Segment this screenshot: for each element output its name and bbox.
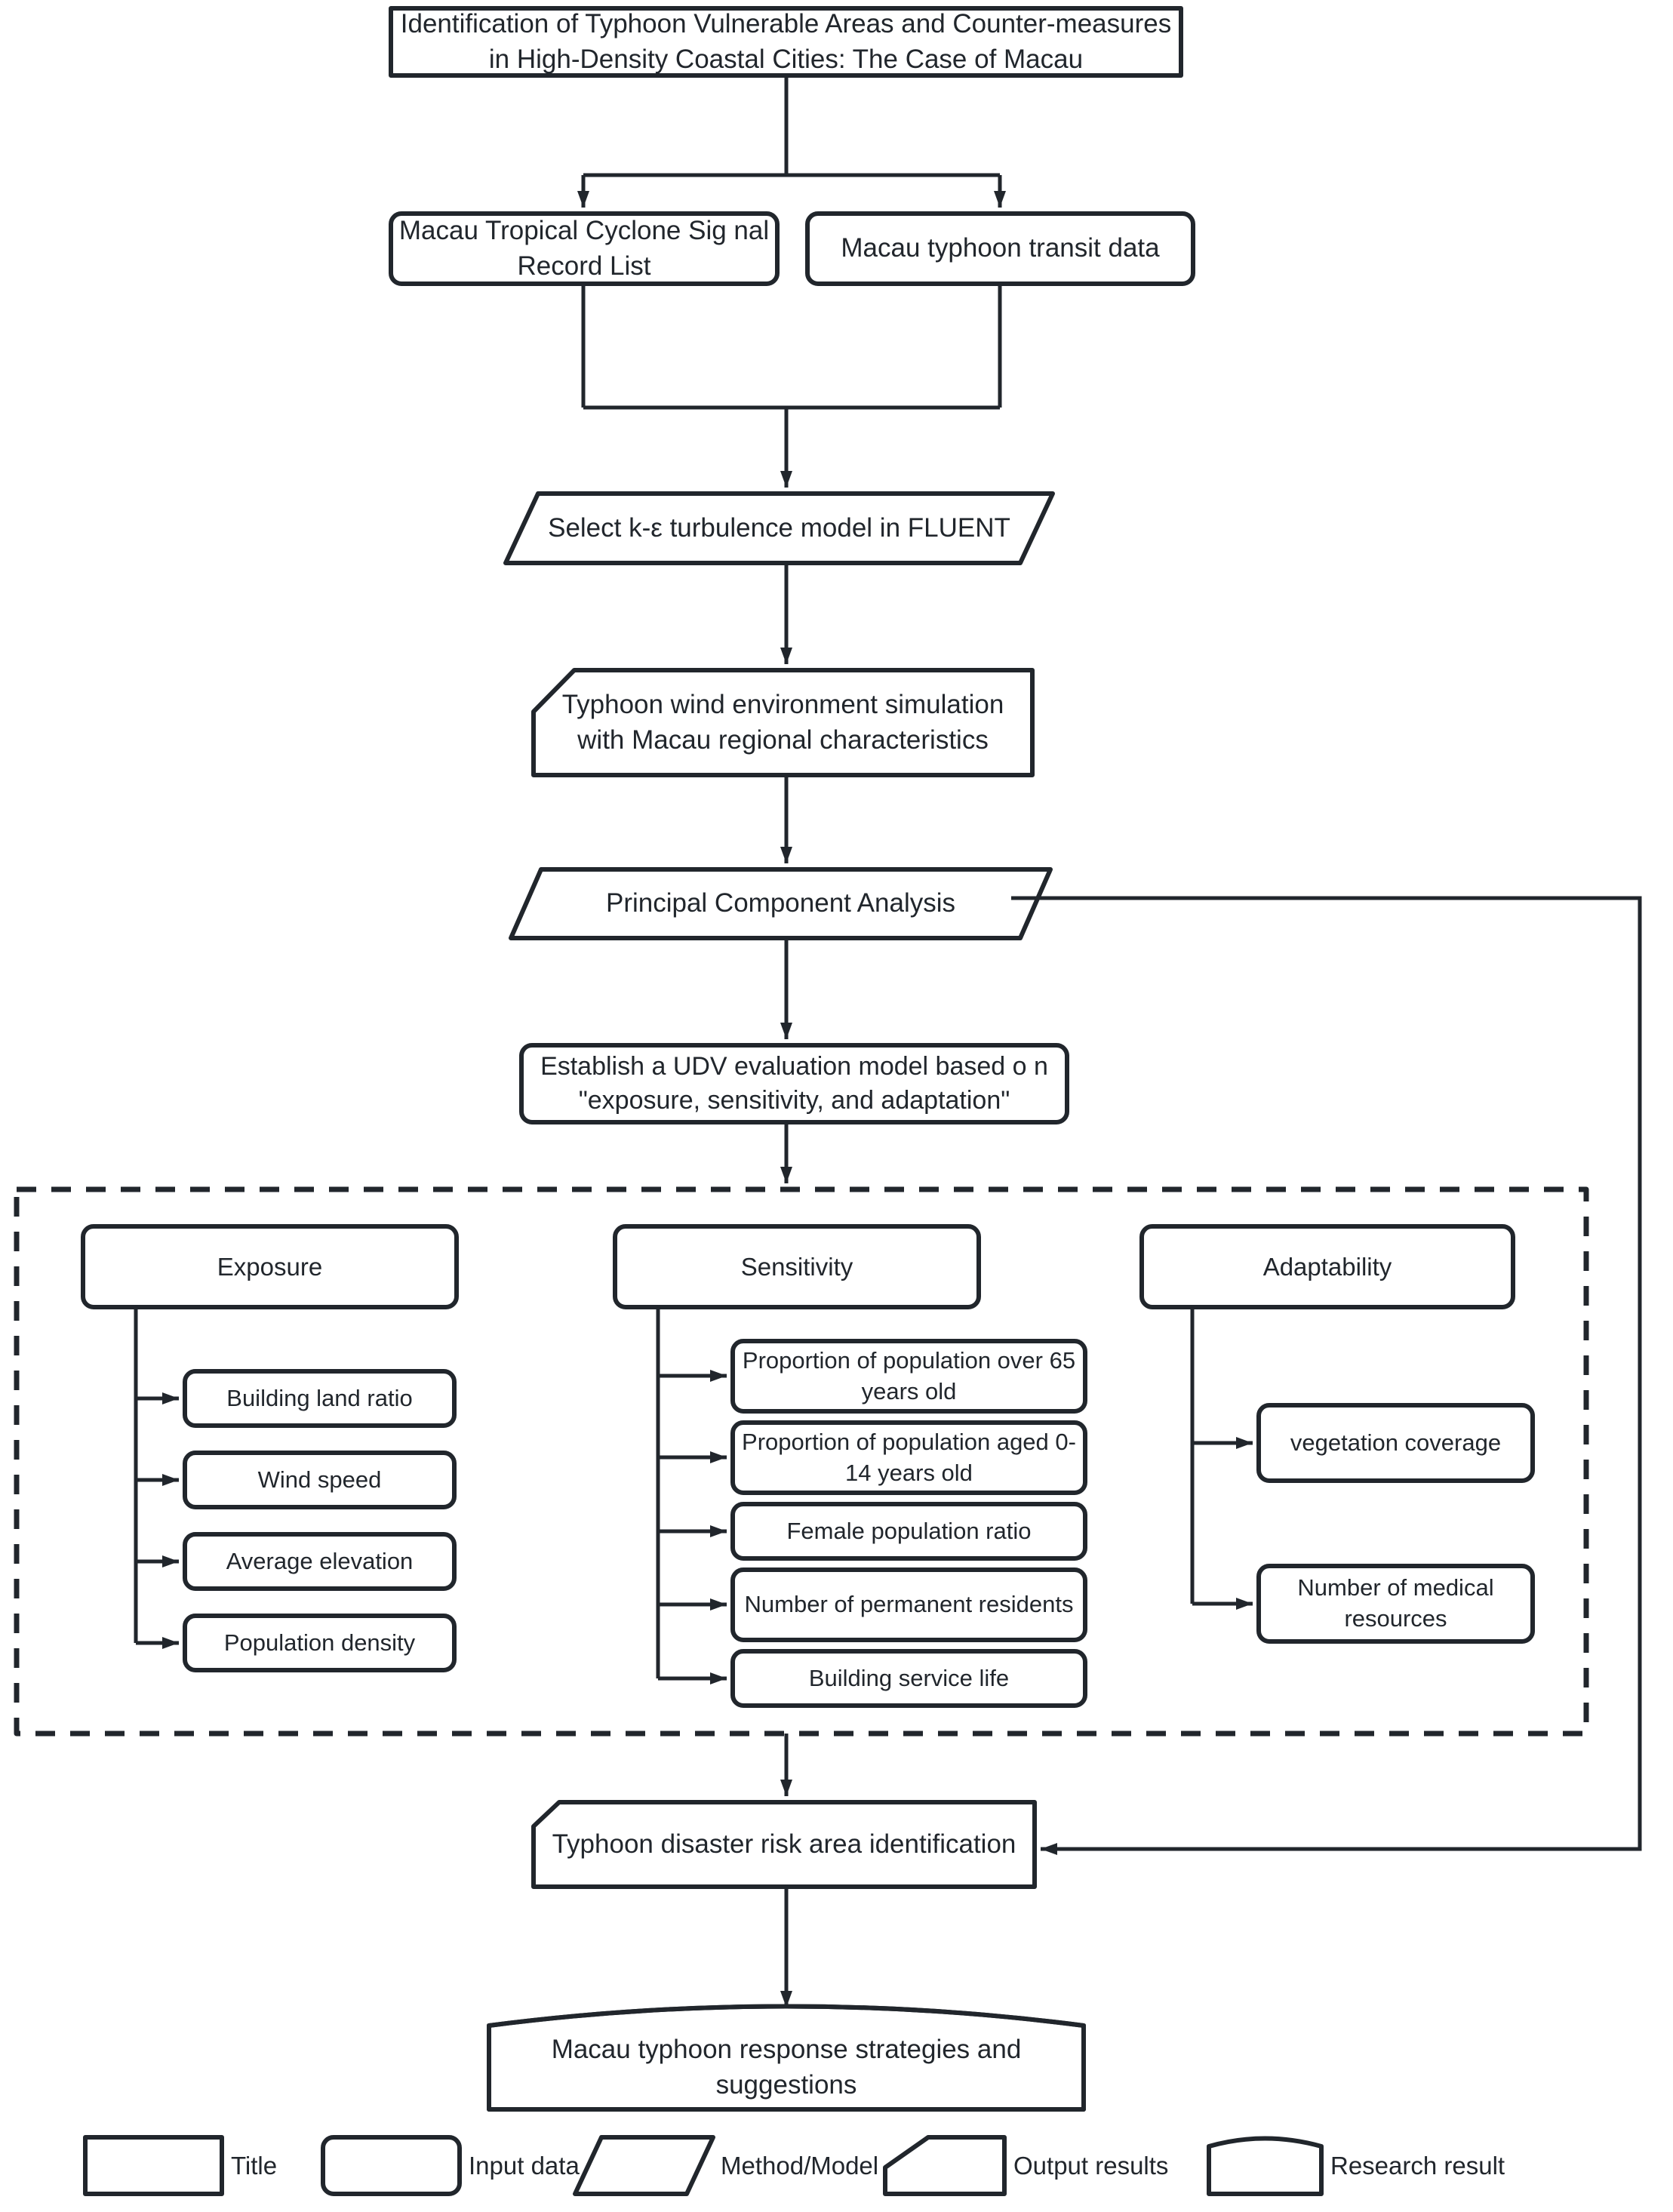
shape-leaf-adaptability-0	[1256, 1403, 1535, 1483]
shape-udv-model	[519, 1043, 1069, 1124]
shape-input-2	[805, 211, 1195, 286]
shape-output-simulation	[531, 668, 1035, 777]
legend-shape-rect	[83, 2135, 224, 2196]
legend-shape-arched-top	[1207, 2136, 1324, 2196]
legend-text: Method/Model	[721, 2152, 879, 2180]
shape-input-1	[389, 211, 780, 286]
legend-shape-parallelogram	[573, 2135, 715, 2196]
shape-leaf-exposure-0	[183, 1369, 457, 1428]
shape-research-result-stroke	[487, 2004, 1086, 2112]
legend-shape-rounded-rect	[321, 2135, 462, 2196]
legend-label-research-result: Research result	[1330, 2132, 1505, 2200]
shape-leaf-sensitivity-3	[730, 1567, 1087, 1642]
shape-group-sensitivity	[613, 1224, 981, 1309]
shape-title	[389, 6, 1183, 78]
shape-leaf-exposure-3	[183, 1614, 457, 1672]
shape-method-pca	[509, 867, 1053, 940]
legend-shape-cut-corner	[883, 2135, 1007, 2196]
shape-leaf-exposure-2	[183, 1532, 457, 1591]
legend-text: Output results	[1013, 2152, 1169, 2180]
dashed-region	[14, 1186, 1589, 1737]
shape-output-risk	[531, 1800, 1037, 1889]
legend-label-input-data: Input data	[469, 2132, 580, 2200]
shape-leaf-adaptability-1	[1256, 1564, 1535, 1644]
connector-pca-feedback	[1011, 896, 1642, 1855]
legend-label-output-results: Output results	[1013, 2132, 1168, 2200]
shape-leaf-sensitivity-0	[730, 1339, 1087, 1414]
shape-group-exposure	[81, 1224, 459, 1309]
shape-research-result-outline	[487, 2004, 1086, 2112]
shape-leaf-sensitivity-2	[730, 1502, 1087, 1561]
legend-text: Input data	[469, 2152, 580, 2180]
shape-method-fluent	[503, 491, 1055, 565]
shape-leaf-sensitivity-1	[730, 1420, 1087, 1495]
legend-label-method-model: Method/Model	[721, 2132, 878, 2200]
shape-leaf-exposure-1	[183, 1451, 457, 1509]
shape-leaf-sensitivity-4	[730, 1649, 1087, 1708]
legend-text: Research result	[1330, 2152, 1505, 2180]
legend-label-title: Title	[231, 2132, 277, 2200]
shape-group-adaptability	[1139, 1224, 1515, 1309]
legend-text: Title	[231, 2152, 278, 2180]
